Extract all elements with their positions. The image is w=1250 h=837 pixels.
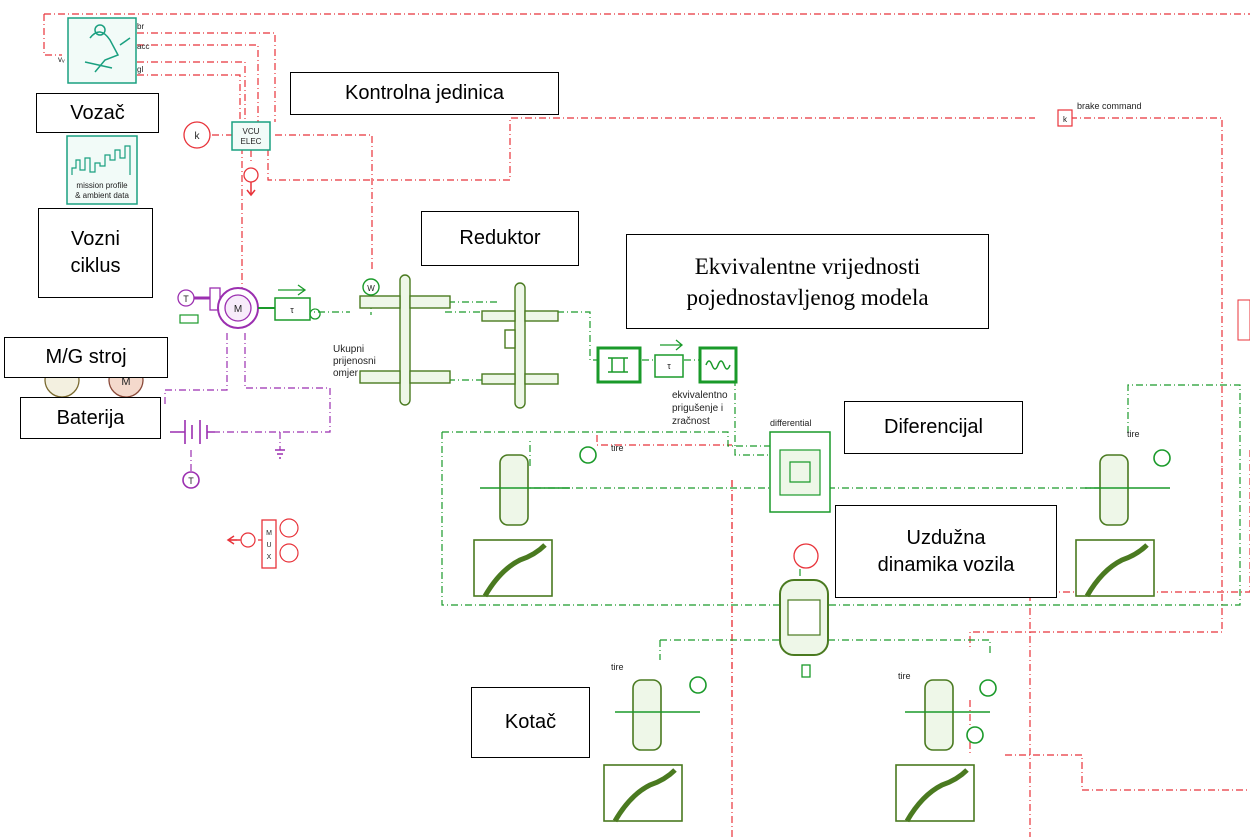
vcu-block — [231, 121, 271, 151]
mission-profile-text-1: mission profile — [76, 181, 128, 190]
damping-label-2: prigušenje i — [672, 403, 723, 414]
vcu-text-1: VCU — [243, 127, 260, 136]
vcu-text-2: ELEC — [241, 137, 262, 146]
mux-letter-x: X — [267, 554, 272, 561]
label-kotac: Kotač — [471, 687, 590, 758]
brake-command-label: brake command — [1077, 101, 1142, 111]
brake-gain-block — [1057, 109, 1073, 127]
vehicle-body-block — [779, 543, 829, 678]
driver-port-vv: vᵥ — [58, 55, 65, 64]
wheel-front-right — [1075, 449, 1171, 598]
parameter-icon-right-letter: M — [121, 376, 130, 388]
damping-label-3: zračnost — [672, 416, 710, 427]
battery-temp-port: T — [188, 476, 194, 486]
motor-generator-block — [177, 287, 275, 329]
ratio-label-2: prijenosni — [333, 356, 376, 367]
wheel-rear-left — [603, 676, 707, 823]
label-kontrolna-jedinica: Kontrolna jedinica — [290, 72, 559, 115]
mission-profile-text-2: & ambient data — [75, 191, 129, 200]
motor-temp-port: T — [183, 294, 189, 304]
right-edge-block — [1237, 299, 1250, 341]
label-vozac: Vozač — [36, 93, 159, 133]
torque-sensor-symbol: τ — [667, 361, 671, 371]
mux-block — [226, 518, 299, 569]
electric-lines — [164, 333, 331, 472]
tire-label-front-right: tire — [1127, 429, 1140, 439]
vcu-output-sensor — [243, 167, 259, 183]
speed-sensor-w: W — [367, 284, 375, 293]
wheel-front-left — [473, 446, 597, 598]
label-mg-stroj: M/G stroj — [4, 337, 168, 378]
mux-letter-u: U — [266, 542, 271, 549]
driver-port-br: br — [137, 22, 144, 31]
brake-gain-k: k — [1063, 115, 1068, 124]
battery-block — [170, 420, 285, 489]
driver-block — [67, 17, 137, 84]
equivalent-damper-block — [596, 339, 738, 384]
tire-label-rear-right: tire — [898, 671, 911, 681]
torque-sensor-motor — [274, 284, 321, 321]
differential-label: differential — [770, 418, 811, 428]
label-baterija: Baterija — [20, 397, 161, 439]
label-reduktor: Reduktor — [421, 211, 579, 266]
mux-letter-m: M — [266, 530, 272, 537]
gearbox-stage-2 — [481, 282, 559, 409]
ratio-label-1: Ukupni — [333, 344, 364, 355]
ratio-label-3: omjer — [333, 368, 359, 379]
differential-block — [769, 431, 831, 513]
torque-sensor-motor-symbol: τ — [290, 305, 294, 315]
tire-label-front-left: tire — [611, 443, 624, 453]
wheel-rear-right — [895, 679, 997, 823]
driver-port-gl: gl — [137, 65, 143, 74]
label-diferencijal: Diferencijal — [844, 401, 1023, 454]
damping-label-1: ekvivalentno — [672, 390, 728, 401]
mechanical-lines — [290, 298, 1241, 660]
gain-k-source — [183, 121, 211, 149]
gearbox-stage-1 — [359, 274, 451, 406]
tire-label-rear-left: tire — [611, 662, 624, 672]
motor-letter: M — [234, 304, 242, 315]
gain-k-label: k — [195, 131, 201, 142]
mission-profile-block — [66, 135, 138, 205]
driver-port-acc: acc — [137, 42, 149, 51]
